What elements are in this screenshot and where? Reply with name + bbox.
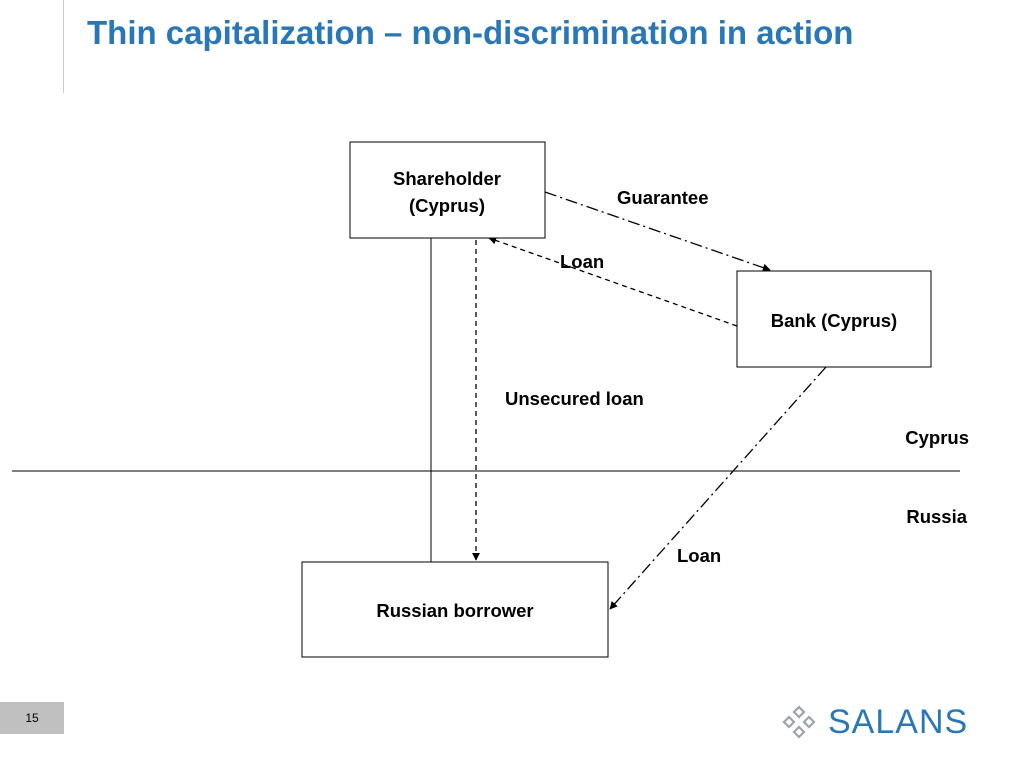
bank-loan-to-borrower-edge xyxy=(609,366,827,610)
bank-loan-to-shareholder-label: Loan xyxy=(560,251,604,272)
bank-loan-to-shareholder-edge xyxy=(488,236,738,327)
borrower-node: Russian borrower xyxy=(301,561,609,658)
borrower-label: Russian borrower xyxy=(376,600,533,621)
slide-title: Thin capitalization – non-discrimination… xyxy=(87,14,854,51)
bank-label: Bank (Cyprus) xyxy=(771,310,897,331)
page-number: 15 xyxy=(0,702,64,734)
bank-node: Bank (Cyprus) xyxy=(736,270,932,368)
region-label-cyprus: Cyprus xyxy=(905,427,969,448)
ownership-structure-diagram: Shareholder (Cyprus) Bank (Cyprus) Russi… xyxy=(12,141,969,658)
guarantee-label: Guarantee xyxy=(617,187,709,208)
shareholder-label-line1: Shareholder xyxy=(393,168,501,189)
company-logo-text: SALANS xyxy=(828,702,969,741)
diamond-lattice-icon xyxy=(782,705,816,739)
bank-loan-to-borrower-label: Loan xyxy=(677,545,721,566)
shareholder-node: Shareholder (Cyprus) xyxy=(349,141,546,239)
guarantee-edge xyxy=(544,191,771,272)
company-logo: SALANS xyxy=(782,702,968,742)
title-divider xyxy=(63,0,64,93)
region-label-russia: Russia xyxy=(906,506,967,527)
unsecured-loan-label: Unsecured loan xyxy=(505,388,644,409)
shareholder-label-line2: (Cyprus) xyxy=(409,195,485,216)
